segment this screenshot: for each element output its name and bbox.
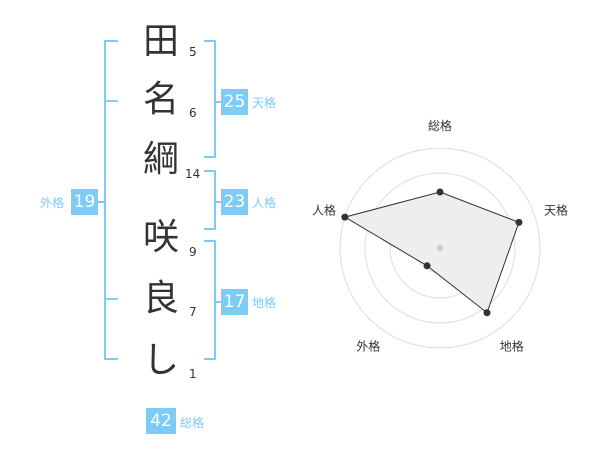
tenkaku-connector <box>214 101 221 103</box>
radar-point <box>423 262 431 270</box>
chikaku-value: 17 <box>221 289 248 315</box>
radar-point <box>515 218 523 226</box>
chikaku-label: 地格 <box>252 296 277 310</box>
gaikaku-bracket-tick <box>104 100 118 102</box>
chikaku-connector <box>214 301 221 303</box>
stroke-count-1: 5 <box>189 45 197 59</box>
jinkaku-bracket-top <box>204 170 216 172</box>
gaikaku-bracket-tick <box>104 298 118 300</box>
radar-points <box>341 188 523 317</box>
radar-point <box>483 309 491 317</box>
radar-center-dot <box>437 245 443 251</box>
name-char-3: 綱 <box>142 139 179 180</box>
jinkaku-label: 人格 <box>252 196 277 210</box>
gaikaku-bracket-top <box>104 40 118 42</box>
name-char-6: し <box>142 340 179 381</box>
chikaku-bracket-bottom <box>204 358 216 360</box>
name-char-5: 良 <box>142 278 179 319</box>
radar-axis-label: 外格 <box>356 339 380 354</box>
jinkaku-connector <box>214 201 221 203</box>
stroke-count-5: 7 <box>189 305 197 319</box>
radar-axis-label: 総格 <box>428 118 452 133</box>
stroke-count-4: 9 <box>189 245 197 259</box>
radar-grid-ring <box>364 172 516 324</box>
radar-point <box>436 188 444 196</box>
stroke-count-2: 6 <box>189 106 197 120</box>
jinkaku-bracket-bottom <box>204 228 216 230</box>
name-char-1: 田 <box>142 21 179 62</box>
tenkaku-value: 25 <box>221 89 248 115</box>
tenkaku-bracket-bottom <box>204 156 216 158</box>
radar-axis-label: 人格 <box>312 202 336 217</box>
radar-polygon <box>343 191 520 314</box>
radar-grid-ring <box>339 147 541 349</box>
gaikaku-value: 19 <box>71 189 98 215</box>
chikaku-bracket-top <box>204 240 216 242</box>
name-char-4: 咲 <box>142 217 179 258</box>
tenkaku-bracket-top <box>204 40 216 42</box>
chikaku-bracket <box>214 240 216 360</box>
gaikaku-connector <box>97 201 104 203</box>
jinkaku-bracket <box>214 170 216 230</box>
name-char-2: 名 <box>142 79 179 120</box>
gaikaku-label: 外格 <box>40 196 65 210</box>
radar-axis-label: 天格 <box>544 202 568 217</box>
tenkaku-label: 天格 <box>252 96 277 110</box>
radar-axis-label: 地格 <box>500 339 524 354</box>
soukaku-label: 総格 <box>180 416 205 430</box>
stroke-count-6: 1 <box>189 367 197 381</box>
stroke-count-3: 14 <box>185 167 201 181</box>
gaikaku-bracket-bottom <box>104 358 118 360</box>
jinkaku-value: 23 <box>221 189 248 215</box>
radar-point <box>341 213 349 221</box>
gaikaku-bracket <box>104 40 106 360</box>
tenkaku-bracket <box>214 40 216 158</box>
soukaku-value: 42 <box>146 408 176 434</box>
